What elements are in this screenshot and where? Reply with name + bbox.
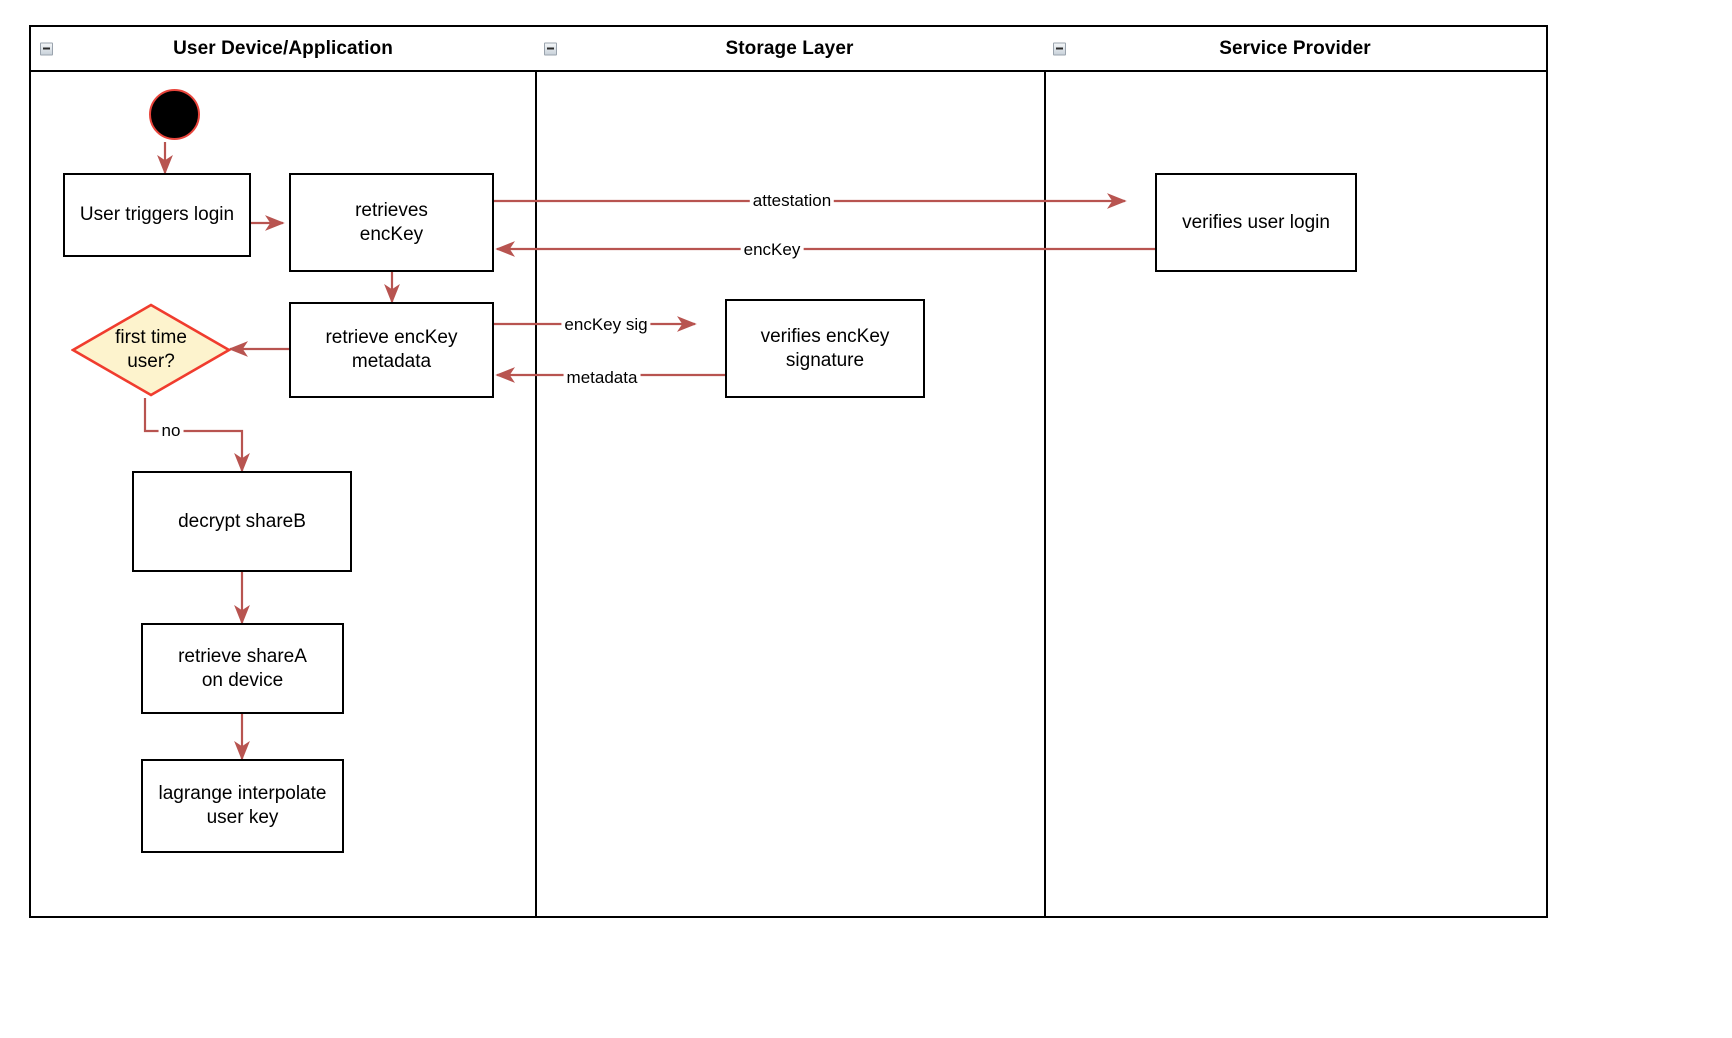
node-lagrange-interpolate-user-key[interactable]: lagrange interpolate user key — [141, 759, 344, 853]
collapse-minus-icon[interactable] — [544, 42, 557, 55]
swimlane-container: User Device/Application Storage Layer Se… — [29, 25, 1548, 918]
edge-label-metadata: metadata — [563, 368, 641, 388]
collapse-minus-icon[interactable] — [40, 42, 53, 55]
collapse-minus-icon[interactable] — [1053, 42, 1066, 55]
pool-header-service-provider[interactable]: Service Provider — [1044, 27, 1546, 72]
node-verifies-user-login[interactable]: verifies user login — [1155, 173, 1357, 272]
edge-label-enckey: encKey — [740, 240, 804, 260]
node-verifies-enckey-signature[interactable]: verifies encKey signature — [725, 299, 925, 398]
pool-title-user-device: User Device/Application — [173, 37, 393, 59]
edge-label-enckey-sig: encKey sig — [561, 315, 651, 335]
edge-label-no: no — [158, 421, 184, 441]
node-user-triggers-login[interactable]: User triggers login — [63, 173, 251, 257]
node-retrieves-enckey[interactable]: retrieves encKey — [289, 173, 494, 272]
node-first-time-user-decision[interactable]: first time user? — [71, 303, 231, 397]
pool-divider-2 — [1044, 27, 1046, 916]
edge-label-attestation: attestation — [749, 191, 835, 211]
node-retrieve-sharea-on-device[interactable]: retrieve shareA on device — [141, 623, 344, 714]
node-decrypt-shareb[interactable]: decrypt shareB — [132, 471, 352, 572]
decision-diamond-shape — [71, 303, 231, 397]
pool-header-storage-layer[interactable]: Storage Layer — [535, 27, 1044, 72]
start-node[interactable] — [149, 89, 200, 140]
pool-title-service-provider: Service Provider — [1219, 37, 1371, 59]
node-retrieve-enckey-metadata[interactable]: retrieve encKey metadata — [289, 302, 494, 398]
pool-header-user-device[interactable]: User Device/Application — [31, 27, 535, 72]
pool-divider-1 — [535, 27, 537, 916]
pool-title-storage-layer: Storage Layer — [725, 37, 854, 59]
